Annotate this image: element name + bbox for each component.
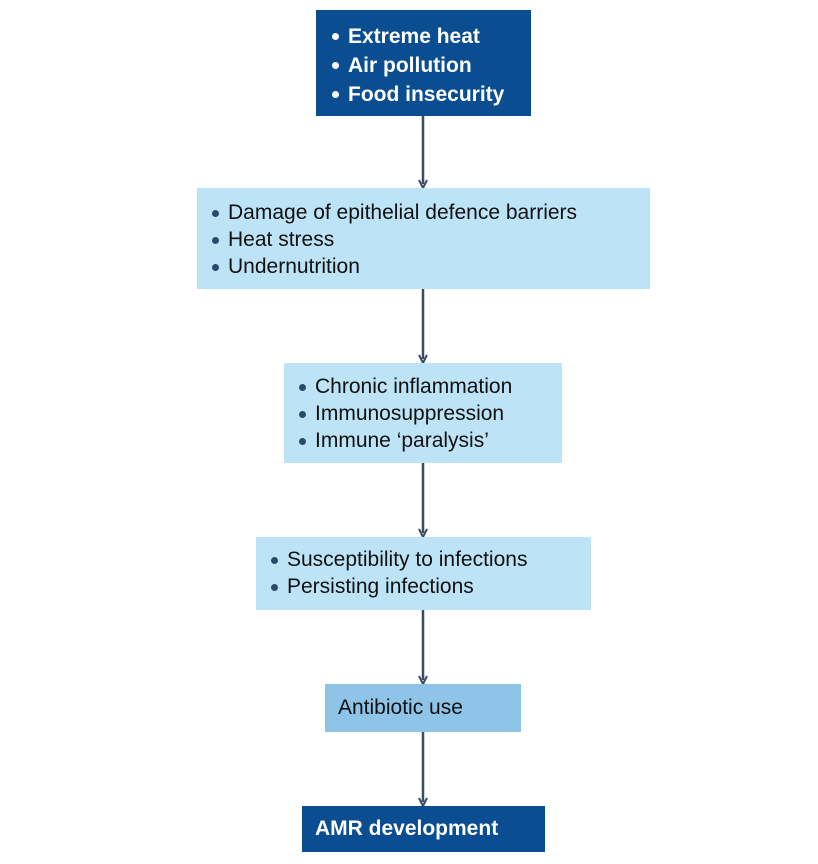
box-label: Antibiotic use	[338, 696, 463, 719]
list-item: Food insecurity	[331, 80, 531, 109]
list-item: Chronic inflammation	[298, 373, 562, 400]
flow-box-barrier-damage: Damage of epithelial defence barriers He…	[197, 188, 650, 289]
list-item: Immune ‘paralysis’	[298, 427, 562, 454]
bullet-list: Damage of epithelial defence barriers He…	[211, 199, 650, 280]
flow-box-climate-drivers: Extreme heat Air pollution Food insecuri…	[316, 10, 531, 116]
list-item: Air pollution	[331, 51, 531, 80]
bullet-list: Susceptibility to infections Persisting …	[270, 546, 591, 600]
bullet-list: Extreme heat Air pollution Food insecuri…	[331, 22, 531, 109]
list-item: Damage of epithelial defence barriers	[211, 199, 650, 226]
flow-box-infections: Susceptibility to infections Persisting …	[256, 537, 591, 610]
list-item: Immunosuppression	[298, 400, 562, 427]
flow-box-antibiotic-use: Antibiotic use	[325, 684, 521, 732]
bullet-list: Chronic inflammation Immunosuppression I…	[298, 373, 562, 454]
list-item: Extreme heat	[331, 22, 531, 51]
list-item: Undernutrition	[211, 253, 650, 280]
list-item: Heat stress	[211, 226, 650, 253]
flow-box-amr-development: AMR development	[302, 806, 545, 852]
flow-box-immune-effects: Chronic inflammation Immunosuppression I…	[284, 363, 562, 463]
list-item: Persisting infections	[270, 573, 591, 600]
box-label: AMR development	[315, 817, 499, 840]
list-item: Susceptibility to infections	[270, 546, 591, 573]
